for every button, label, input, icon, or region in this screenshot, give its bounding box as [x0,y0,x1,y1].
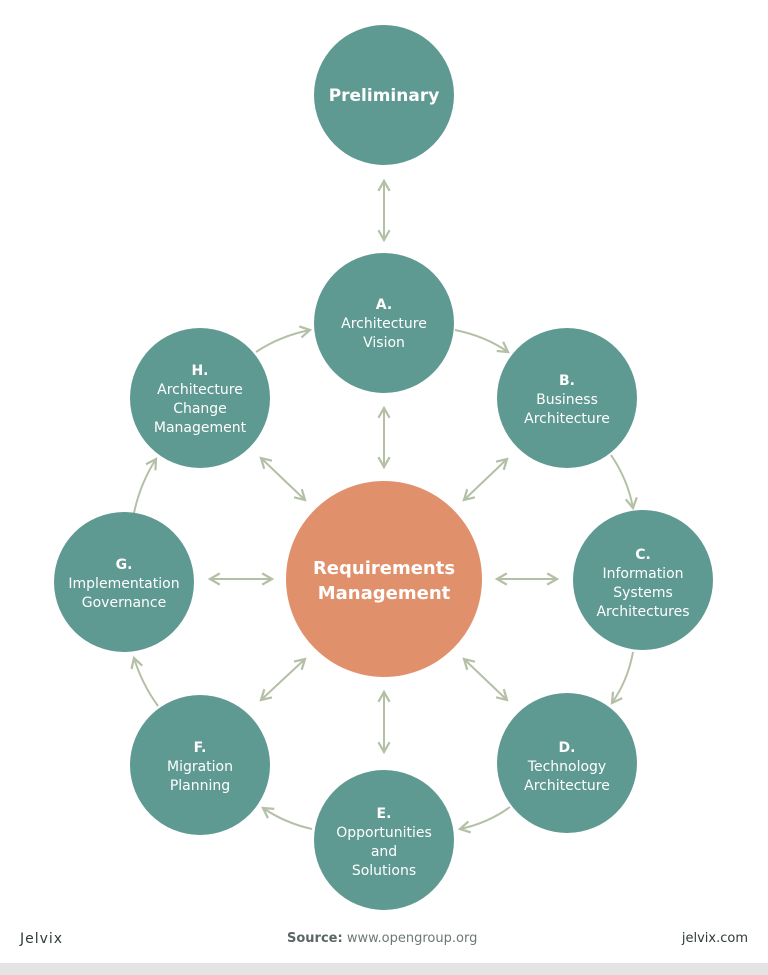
node-h-line-2: Change [173,401,227,417]
node-g-line-1: Implementation [68,576,179,592]
node-a-letter: A. [376,297,392,313]
arrow-b-c [610,454,638,511]
node-a-line-1: Architecture [341,316,427,332]
node-center: Requirements Management [286,481,482,677]
node-h: H. Architecture Change Management [130,328,270,468]
site-url: jelvix.com [681,931,748,946]
node-a-circle [314,253,454,393]
brand-logo-text: Jelvix [20,931,64,947]
node-g: G. Implementation Governance [54,512,194,652]
node-d-circle [497,693,637,833]
node-b-circle [497,328,637,468]
node-e-line-2: and [371,844,397,860]
node-d-line-1: Technology [527,759,606,775]
node-b-line-2: Architecture [524,411,610,427]
node-g-line-2: Governance [82,595,166,611]
node-e-line-1: Opportunities [336,825,432,841]
node-center-line-1: Requirements [313,558,455,579]
node-h-letter: H. [191,363,208,379]
arrow-f-g [130,655,159,707]
node-e-letter: E. [377,806,392,822]
node-f-line-1: Migration [167,759,233,775]
arrow-d-center [462,657,509,702]
node-h-line-1: Architecture [157,382,243,398]
node-g-circle [54,512,194,652]
node-e-line-3: Solutions [352,863,416,879]
node-preliminary: Preliminary [314,25,454,165]
node-d-letter: D. [559,740,576,756]
node-center-line-2: Management [318,583,451,604]
node-d: D. Technology Architecture [497,693,637,833]
arrow-c-d [610,651,634,705]
node-c-line-3: Architectures [596,604,689,620]
source-credit: Source: www.opengroup.org [287,931,477,946]
node-e: E. Opportunities and Solutions [314,770,454,910]
node-h-circle [130,328,270,468]
node-d-line-2: Architecture [524,778,610,794]
node-e-circle [314,770,454,910]
arrow-h-center [259,456,307,502]
node-h-line-3: Management [154,420,247,436]
arrow-h-a [255,325,313,353]
node-f-circle [130,695,270,835]
node-b: B. Business Architecture [497,328,637,468]
node-f-line-2: Planning [170,778,230,794]
node-f: F. Migration Planning [130,695,270,835]
arrow-f-center [259,657,307,702]
source-value: www.opengroup.org [346,931,478,946]
node-c-letter: C. [635,547,651,563]
node-c-line-1: Information [602,566,683,582]
node-g-letter: G. [116,557,133,573]
source-label: Source: [287,931,343,946]
arrow-e-f [261,806,313,830]
node-center-circle [286,481,482,677]
node-c: C. Information Systems Architectures [573,510,713,650]
node-c-circle [573,510,713,650]
node-c-line-2: Systems [613,585,673,601]
arrow-a-b [454,329,510,354]
node-b-letter: B. [559,373,575,389]
arrow-g-h [133,457,158,514]
node-preliminary-label: Preliminary [329,86,440,106]
arrow-d-e [457,806,511,834]
node-f-letter: F. [194,740,207,756]
node-a: A. Architecture Vision [314,253,454,393]
node-preliminary-circle [314,25,454,165]
node-a-line-2: Vision [363,335,405,351]
arrow-b-center [462,457,509,502]
node-b-line-1: Business [536,392,598,408]
